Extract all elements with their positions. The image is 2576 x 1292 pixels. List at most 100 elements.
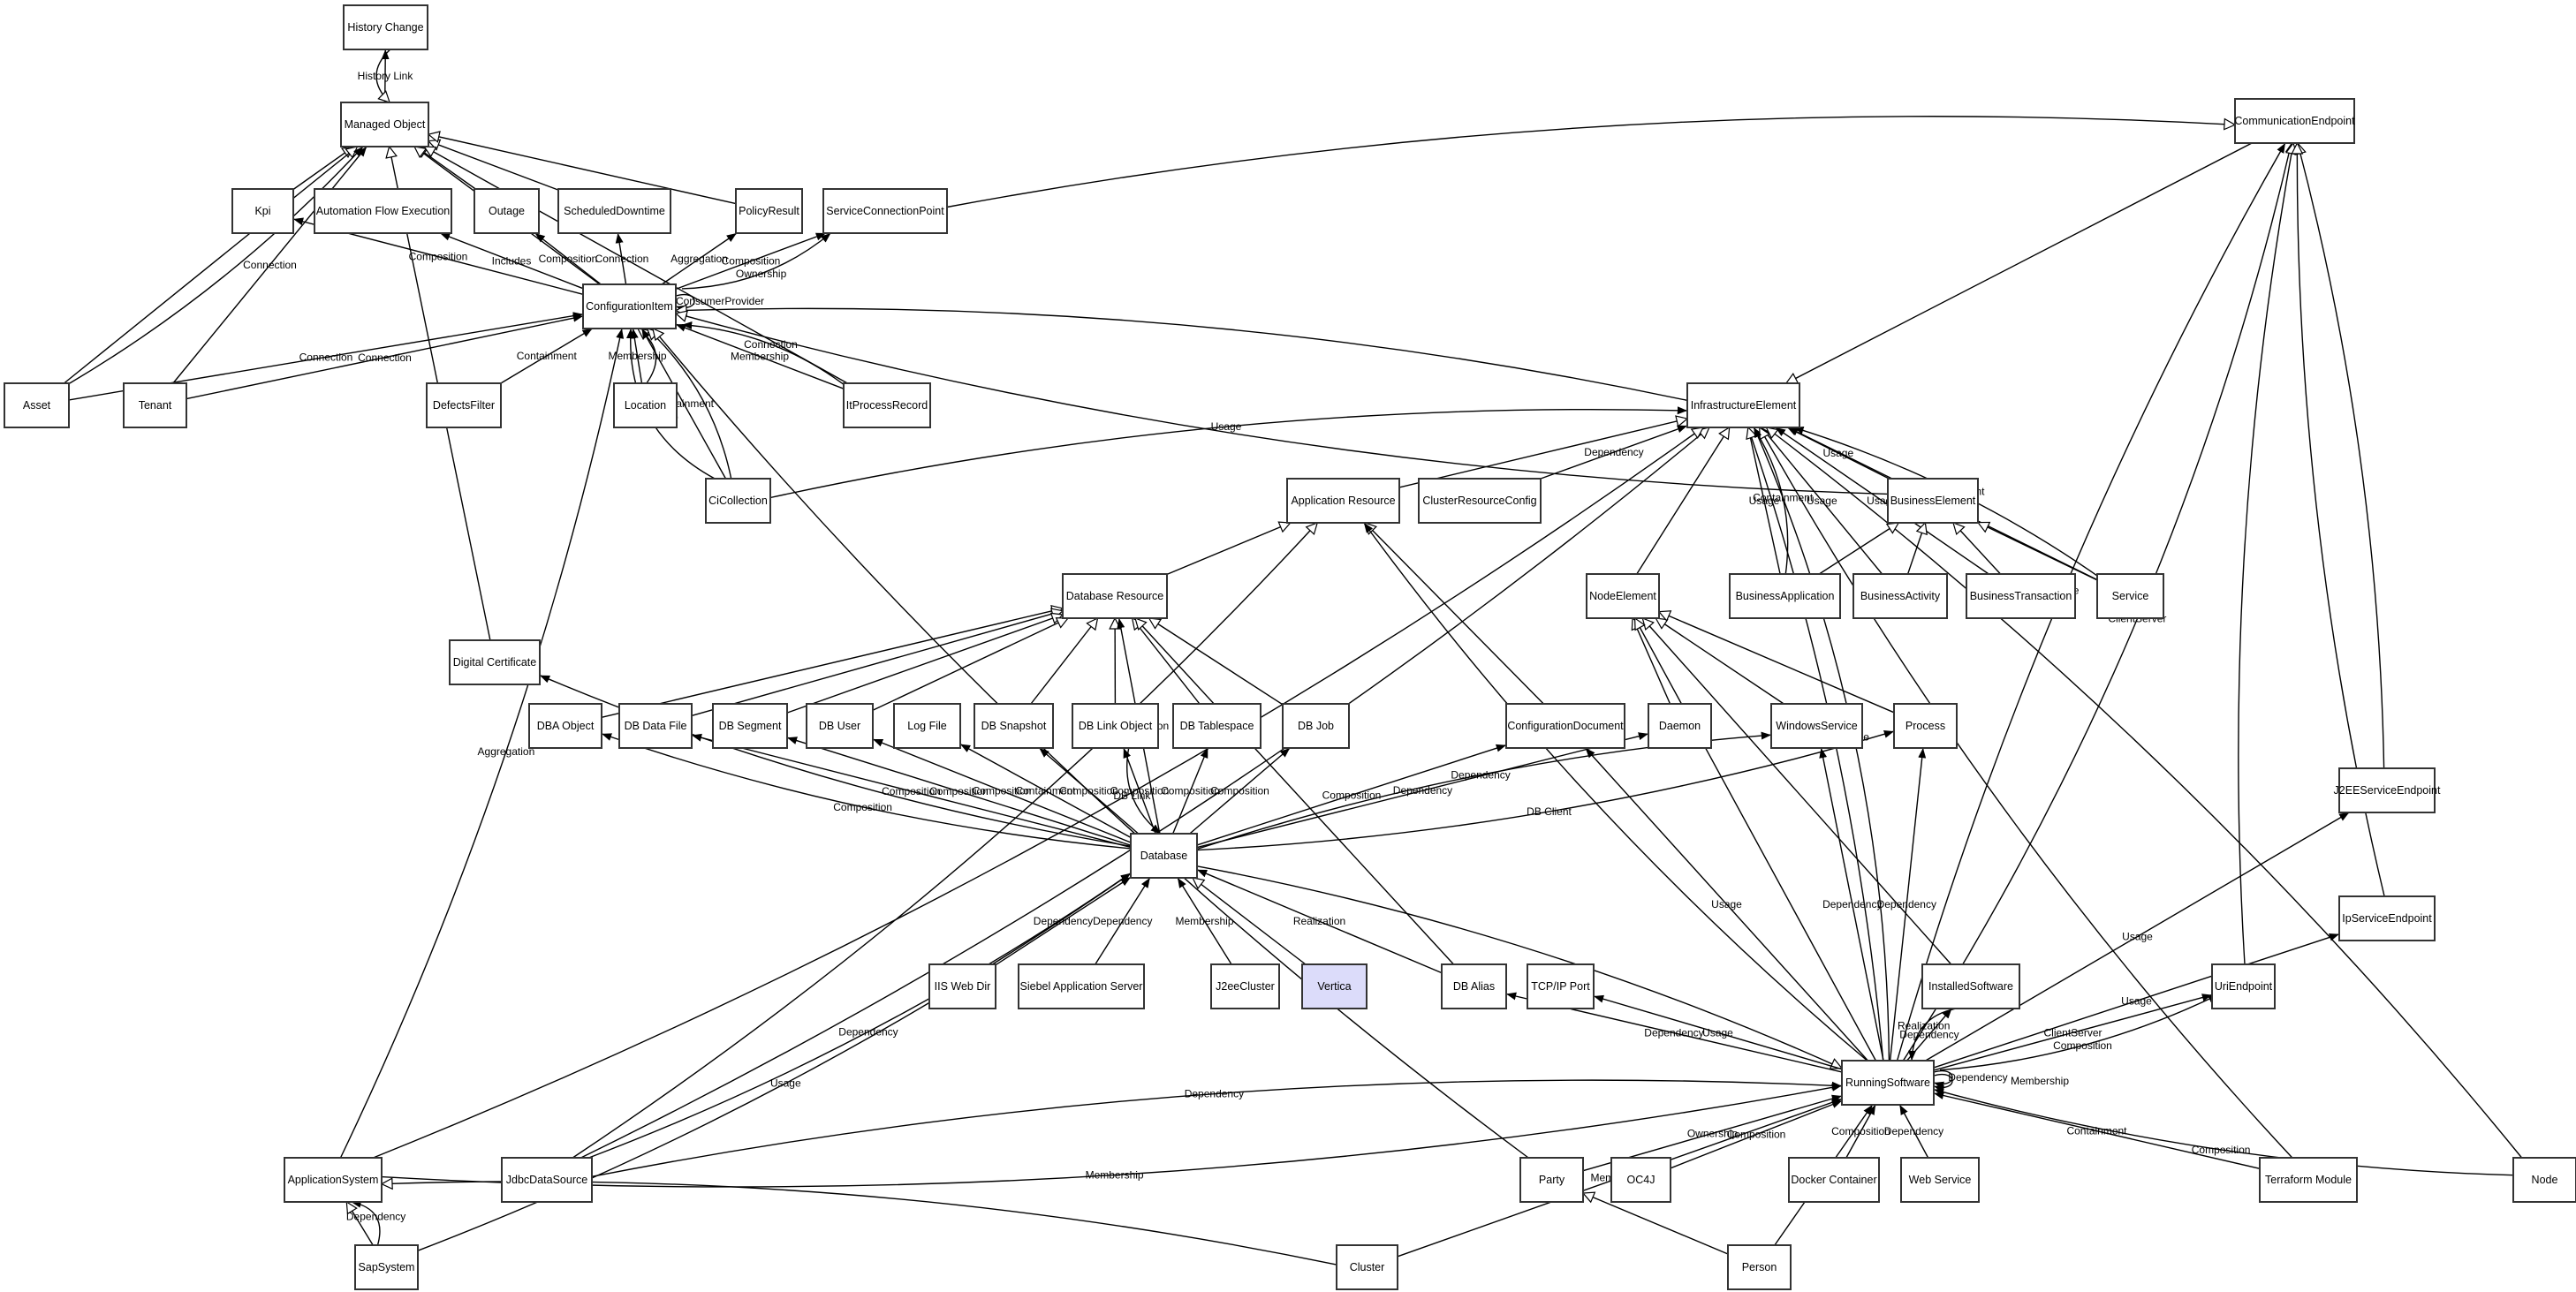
node-box[interactable] (1729, 573, 1841, 619)
node-box[interactable] (474, 188, 540, 234)
node-box[interactable] (806, 703, 874, 749)
node-box[interactable] (1301, 963, 1368, 1009)
node-ip-service-endpoint[interactable]: IpServiceEndpoint (2338, 895, 2436, 941)
node-box[interactable] (1505, 703, 1625, 749)
node-box[interactable] (1921, 963, 2020, 1009)
node-outage[interactable]: Outage (474, 188, 540, 234)
node-box[interactable] (284, 1157, 383, 1203)
node-box[interactable] (843, 382, 931, 428)
node-tcpipport[interactable]: TCP/IP Port (1527, 963, 1595, 1009)
node-box[interactable] (2211, 963, 2276, 1009)
node-node-element[interactable]: NodeElement (1586, 573, 1660, 619)
node-infrastructure-element[interactable]: InfrastructureElement (1686, 382, 1800, 428)
node-box[interactable] (1900, 1157, 1980, 1203)
node-box[interactable] (1282, 703, 1350, 749)
node-installed-software[interactable]: InstalledSoftware (1921, 963, 2020, 1009)
node-box[interactable] (705, 478, 771, 524)
node-box[interactable] (557, 188, 671, 234)
node-dbsegment[interactable]: DB Segment (712, 703, 788, 749)
node-service-connection-point[interactable]: ServiceConnectionPoint (822, 188, 948, 234)
node-jdbc-data-source[interactable]: JdbcDataSource (501, 1157, 593, 1203)
node-business-application[interactable]: BusinessApplication (1729, 573, 1841, 619)
node-box[interactable] (1527, 963, 1595, 1009)
node-box[interactable] (822, 188, 948, 234)
node-box[interactable] (1841, 1060, 1935, 1106)
node-box[interactable] (2338, 895, 2436, 941)
node-box[interactable] (354, 1244, 419, 1290)
node-cluster-resource-config[interactable]: ClusterResourceConfig (1418, 478, 1542, 524)
node-uri-endpoint[interactable]: UriEndpoint (2211, 963, 2276, 1009)
node-box[interactable] (449, 639, 541, 685)
node-box[interactable] (1441, 963, 1507, 1009)
node-database[interactable]: Database (1130, 833, 1198, 879)
node-box[interactable] (2338, 767, 2436, 813)
node-box[interactable] (613, 382, 678, 428)
node-box[interactable] (1893, 703, 1958, 749)
node-location[interactable]: Location (613, 382, 678, 428)
node-terraform-module[interactable]: Terraform Module (2259, 1157, 2358, 1203)
node-communication-endpoint[interactable]: CommunicationEndpoint (2234, 98, 2355, 144)
node-box[interactable] (1887, 478, 1979, 524)
node-box[interactable] (1686, 382, 1800, 428)
node-box[interactable] (1727, 1244, 1792, 1290)
node-box[interactable] (2096, 573, 2164, 619)
node-box[interactable] (314, 188, 452, 234)
node-windows-service[interactable]: WindowsService (1770, 703, 1863, 749)
node-application-resource[interactable]: Application Resource (1286, 478, 1400, 524)
node-box[interactable] (426, 382, 502, 428)
node-it-process-record[interactable]: ItProcessRecord (843, 382, 931, 428)
node-daemon[interactable]: Daemon (1648, 703, 1712, 749)
node-box[interactable] (1648, 703, 1712, 749)
node-business-transaction[interactable]: BusinessTransaction (1966, 573, 2076, 619)
node-defects-filter[interactable]: DefectsFilter (426, 382, 502, 428)
node-j2-eeservice-endpoint[interactable]: J2EEServiceEndpoint (2334, 767, 2441, 813)
node-vertica[interactable]: Vertica (1301, 963, 1368, 1009)
node-siebel-application-server[interactable]: Siebel Application Server (1018, 963, 1145, 1009)
node-service[interactable]: Service (2096, 573, 2164, 619)
node-box[interactable] (893, 703, 961, 749)
node-dbuser[interactable]: DB User (806, 703, 874, 749)
node-box[interactable] (231, 188, 294, 234)
node-iisweb-dir[interactable]: IIS Web Dir (928, 963, 996, 1009)
node-running-software[interactable]: RunningSoftware (1841, 1060, 1935, 1106)
node-digital-certificate[interactable]: Digital Certificate (449, 639, 541, 685)
node-box[interactable] (340, 102, 429, 147)
node-oc4-j[interactable]: OC4J (1610, 1157, 1671, 1203)
node-box[interactable] (618, 703, 693, 749)
node-box[interactable] (4, 382, 70, 428)
node-process[interactable]: Process (1893, 703, 1958, 749)
node-log-file[interactable]: Log File (893, 703, 961, 749)
node-box[interactable] (343, 4, 428, 50)
node-box[interactable] (1788, 1157, 1880, 1203)
node-box[interactable] (712, 703, 788, 749)
node-box[interactable] (1770, 703, 1863, 749)
node-dbaobject[interactable]: DBA Object (528, 703, 602, 749)
node-box[interactable] (1018, 963, 1145, 1009)
node-history-change[interactable]: History Change (343, 4, 428, 50)
node-box[interactable] (1586, 573, 1660, 619)
node-box[interactable] (2234, 98, 2355, 144)
node-box[interactable] (582, 283, 677, 329)
node-node[interactable]: Node (2512, 1157, 2576, 1203)
node-box[interactable] (123, 382, 187, 428)
node-sap-system[interactable]: SapSystem (354, 1244, 419, 1290)
node-box[interactable] (1610, 1157, 1671, 1203)
node-box[interactable] (735, 188, 803, 234)
node-web-service[interactable]: Web Service (1900, 1157, 1980, 1203)
node-person[interactable]: Person (1727, 1244, 1792, 1290)
node-box[interactable] (1336, 1244, 1398, 1290)
node-box[interactable] (1519, 1157, 1584, 1203)
node-box[interactable] (1072, 703, 1159, 749)
node-box[interactable] (974, 703, 1054, 749)
node-box[interactable] (1418, 478, 1542, 524)
node-box[interactable] (1062, 573, 1168, 619)
node-asset[interactable]: Asset (4, 382, 70, 428)
node-ci-collection[interactable]: CiCollection (705, 478, 771, 524)
node-box[interactable] (1210, 963, 1280, 1009)
node-policy-result[interactable]: PolicyResult (735, 188, 803, 234)
node-box[interactable] (1130, 833, 1198, 879)
node-dbdata-file[interactable]: DB Data File (618, 703, 693, 749)
node-dbtablespace[interactable]: DB Tablespace (1172, 703, 1261, 749)
node-automation-flow-execution[interactable]: Automation Flow Execution (314, 188, 452, 234)
node-box[interactable] (1286, 478, 1400, 524)
